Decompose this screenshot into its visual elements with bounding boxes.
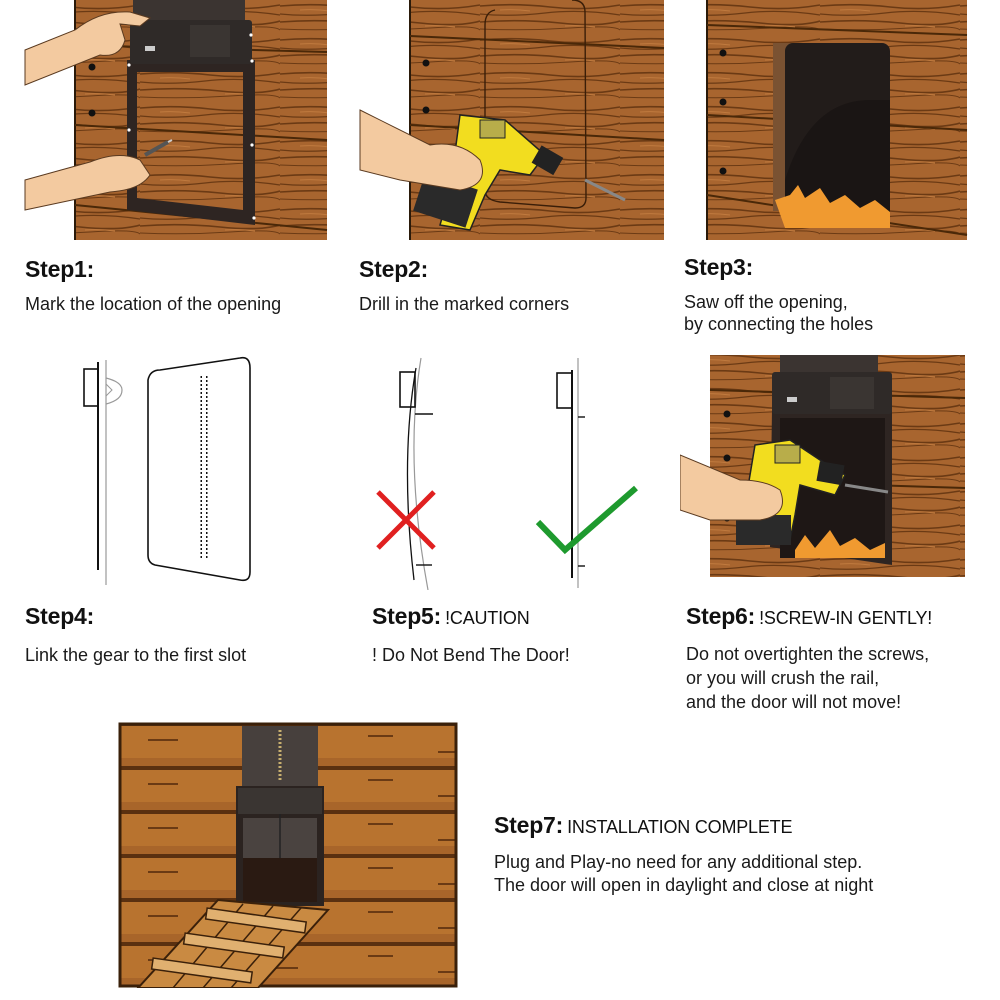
step5-description: ! Do Not Bend The Door!	[372, 645, 570, 665]
step2-description: Drill in the marked corners	[359, 294, 570, 314]
step3-title: Step3:	[684, 254, 754, 280]
step6-subtitle: !SCREW-IN GENTLY!	[759, 608, 933, 628]
step6-title-label: Step6:	[686, 603, 756, 629]
step5-subtitle: !CAUTION	[445, 608, 530, 628]
step7-title: Step7:INSTALLATION COMPLETE	[494, 812, 792, 839]
step3-illustration	[680, 0, 1000, 240]
step7-title-label: Step7:	[494, 812, 564, 838]
check-icon	[535, 485, 638, 555]
step6-description: Do not overtighten the screws, or you wi…	[686, 644, 930, 712]
step1-title: Step1:	[25, 256, 95, 282]
step3-description: Saw off the opening, by connecting the h…	[684, 292, 874, 334]
step1-illustration	[0, 0, 340, 240]
step5-title-label: Step5:	[372, 603, 442, 629]
step5-illustration	[360, 350, 660, 590]
cross-icon	[376, 490, 436, 550]
step7-subtitle: INSTALLATION COMPLETE	[567, 817, 793, 837]
step2-illustration	[340, 0, 680, 240]
step1-description: Mark the location of the opening	[25, 294, 282, 314]
step7-illustration	[118, 722, 458, 988]
step4-description: Link the gear to the first slot	[25, 645, 247, 665]
step4-illustration	[60, 350, 290, 590]
step6-title: Step6:!SCREW-IN GENTLY!	[686, 603, 932, 630]
step2-title: Step2:	[359, 256, 429, 282]
step5-title: Step5:!CAUTION	[372, 603, 530, 630]
step6-illustration	[680, 350, 980, 580]
step7-description: Plug and Play-no need for any additional…	[494, 852, 874, 895]
step4-title: Step4:	[25, 603, 95, 629]
